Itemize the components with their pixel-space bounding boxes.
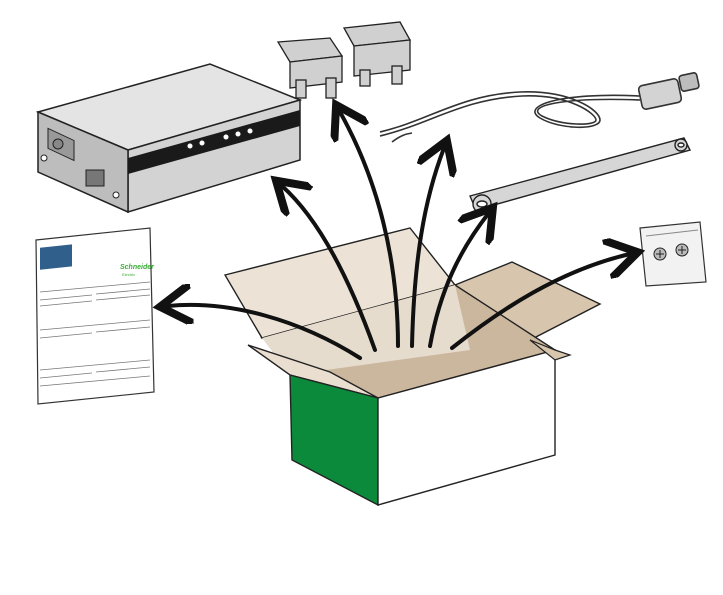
antenna-cable xyxy=(379,72,700,143)
box-side-face xyxy=(289,374,379,507)
arrow-to-cable xyxy=(410,148,444,348)
antenna-connector xyxy=(637,78,683,110)
led-indicators xyxy=(186,127,254,150)
leaflet-text-lines xyxy=(39,281,151,387)
ethernet-port xyxy=(85,169,105,187)
instruction-leaflet: Schneider Electric xyxy=(35,227,155,405)
arrow-to-screws xyxy=(450,254,630,350)
screw-bag xyxy=(639,221,707,287)
arrow-to-device xyxy=(282,186,377,352)
arrow-to-strap xyxy=(428,214,488,348)
arrow-to-clips xyxy=(340,112,400,348)
box-front-face xyxy=(377,349,556,506)
arrow-to-leaflet xyxy=(168,305,362,360)
modem-device xyxy=(35,63,303,214)
leaflet-photo xyxy=(40,244,72,270)
screw-terminal xyxy=(52,138,64,150)
arrows xyxy=(168,112,630,360)
leaflet-brand: Schneider xyxy=(120,264,155,271)
device-stripe xyxy=(128,110,300,174)
open-box xyxy=(223,227,602,507)
din-rail-clips xyxy=(276,21,412,99)
leaflet-brand-sub: Electric xyxy=(122,272,135,277)
mounting-strap xyxy=(469,137,692,214)
